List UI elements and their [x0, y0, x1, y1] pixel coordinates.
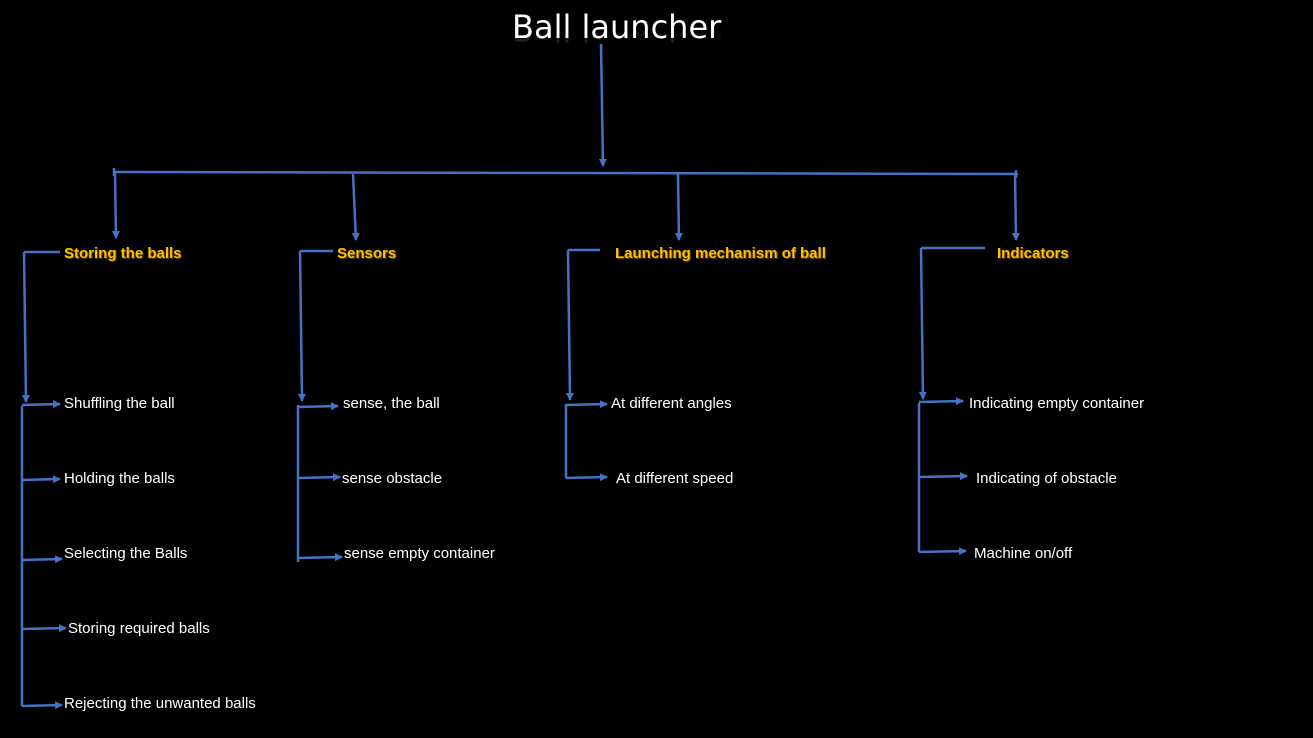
bracket-arrow-launching: [565, 249, 574, 401]
leaf-storing-required: Storing required balls: [68, 620, 210, 637]
leaf-holding-balls: Holding the balls: [64, 470, 175, 487]
leaf-sense-ball: sense, the ball: [343, 395, 440, 412]
leaf-indicating-obstacle: Indicating of obstacle: [976, 470, 1117, 487]
leaf-different-speed: At different speed: [616, 470, 734, 487]
leaf-arrow-launching-1: [565, 400, 608, 409]
leaf-shuffling-ball: Shuffling the ball: [64, 395, 175, 412]
drop-arrow-storing: [111, 172, 120, 239]
category-indicators-label: Indicators: [997, 245, 1069, 262]
leaf-indicating-empty: Indicating empty container: [969, 395, 1145, 412]
bracket-arrow-indicators: [918, 247, 927, 400]
bus-line: [113, 170, 1019, 176]
leaf-different-angles: At different angles: [611, 395, 732, 412]
category-launching-label: Launching mechanism of ball: [615, 245, 826, 262]
leaf-arrow-sensors-1: [297, 402, 339, 411]
leaf-sense-obstacle: sense obstacle: [342, 470, 443, 487]
bracket-arrow-sensors: [297, 250, 306, 402]
leaf-arrow-indicators-1: [918, 397, 964, 406]
category-sensors-label: Sensors: [337, 245, 397, 262]
diagram-title-reflection: Ball launcher: [512, 28, 722, 48]
leaf-arrow-indicators-3: [918, 547, 967, 556]
leaf-arrow-sensors-3: [297, 553, 343, 562]
leaf-arrow-sensors-2: [297, 473, 341, 482]
leaf-sense-empty-container: sense empty container: [344, 545, 495, 562]
leaf-arrow-storing-1: [21, 400, 61, 409]
drop-arrow-sensors: [351, 173, 360, 241]
category-storing-label: Storing the balls: [64, 245, 182, 262]
drop-arrow-indicators: [1011, 173, 1020, 241]
diagram-title: Ball launcher: [512, 8, 722, 46]
leaf-rejecting-unwanted: Rejecting the unwanted balls: [64, 695, 256, 712]
leaf-arrow-storing-4: [21, 624, 67, 633]
bracket-arrow-storing: [21, 251, 30, 403]
leaf-arrow-launching-2: [565, 473, 608, 482]
leaf-arrow-storing-2: [21, 475, 61, 484]
leaf-arrow-storing-3: [21, 555, 63, 564]
leaf-arrow-indicators-2: [918, 472, 968, 481]
leaf-machine-on-off: Machine on/off: [974, 545, 1073, 562]
leaf-selecting-balls: Selecting the Balls: [64, 545, 188, 562]
leaf-arrow-storing-5: [21, 701, 63, 710]
root-arrow: [598, 43, 607, 167]
drop-arrow-launching: [674, 173, 683, 241]
